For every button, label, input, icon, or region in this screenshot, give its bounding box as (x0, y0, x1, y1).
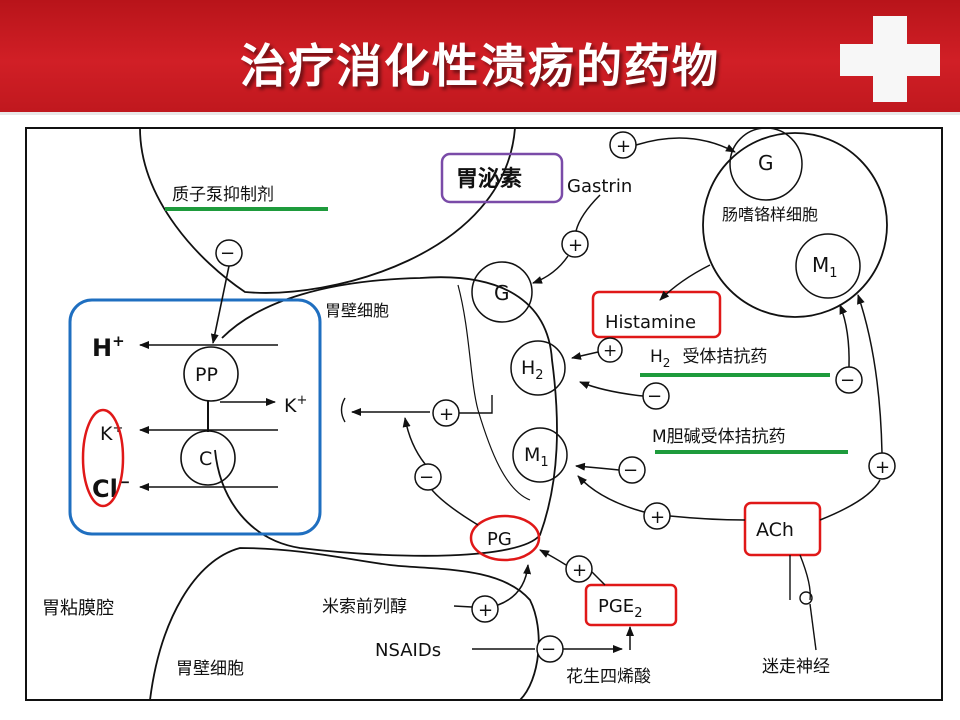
h2-minus-text: − (647, 386, 662, 407)
ppi-inhibit-arrow (210, 265, 230, 344)
h-plus-label: H+ (92, 332, 125, 362)
misoprostol-label: 米索前列醇 (322, 597, 407, 617)
receptor-h2-circle (510, 340, 566, 396)
diagram-frame (25, 127, 943, 701)
gastrin-highlight-box (440, 152, 564, 204)
misoprostol-arrow (453, 565, 528, 608)
parietal-cell-outline (214, 276, 558, 557)
page-title: 治疗消化性溃疡的药物 (240, 39, 720, 93)
receptor-link-line (459, 395, 493, 414)
m-minus-text: − (623, 460, 638, 481)
ecl-m1-label: M1 (812, 253, 838, 281)
ach-m1-plus-text: + (650, 507, 665, 528)
ppi-minus-text: − (220, 243, 235, 264)
k-plus-pump-label: K+ (284, 393, 307, 417)
ach-to-ecl-arrow (819, 295, 883, 521)
pg-highlight-oval (469, 514, 541, 562)
nsaids-minus-text: − (541, 639, 556, 660)
receptor-plus-text: + (439, 404, 454, 425)
upper-cell-outline (139, 127, 516, 294)
misoprostol-plus-sign (471, 595, 499, 623)
receptor-m1-circle (512, 427, 568, 483)
receptor-h2-label: H2 (521, 357, 544, 383)
pge2-label: PGE2 (598, 596, 642, 621)
receptor-m1-label: M1 (524, 444, 549, 470)
histamine-to-h2-arrow (571, 351, 599, 360)
proton-pump-label: PP (195, 364, 218, 386)
chloride-channel-circle (180, 430, 236, 486)
ecl-to-histamine-arrow (659, 264, 711, 301)
gastrin-plus-text: + (616, 136, 631, 157)
chloride-label: Cl− (92, 473, 130, 503)
gastrin-g-plus-text: + (568, 235, 583, 256)
pge2-to-pg-arrow (540, 550, 606, 586)
gastrin-g-plus-sign (561, 230, 589, 258)
title-banner: 治疗消化性溃疡的药物 (0, 0, 960, 115)
arachidonic-label: 花生四烯酸 (566, 667, 651, 687)
pge2-plus-text: + (572, 560, 587, 581)
gastrin-label: Gastrin (567, 176, 632, 197)
m-antagonist-label: M胆碱受体拮抗药 (652, 427, 786, 447)
cross-icon-horizontal (840, 44, 940, 76)
ecl-m1-block-arrow (839, 304, 850, 368)
histamine-plus-sign (597, 337, 623, 363)
ach-highlight-box (743, 501, 822, 557)
nsaids-label: NSAIDs (375, 640, 441, 661)
histamine-label: Histamine (605, 312, 696, 333)
pge2-plus-sign (565, 555, 593, 583)
proton-pump-circle (183, 346, 239, 402)
ach-to-m1-arrow (578, 476, 746, 521)
ecl-cell-outline (702, 132, 888, 318)
ecl-cell-label: 肠嗜铬样细胞 (722, 205, 818, 224)
ecl-g-label: G (758, 151, 774, 175)
ppi-label: 质子泵抑制剂 (172, 185, 274, 205)
lumen-label: 胃粘膜腔 (42, 598, 114, 619)
ecl-m1-circle (795, 233, 861, 299)
ach-label: ACh (756, 519, 794, 541)
receptor-inner-line (457, 284, 531, 501)
receptor-g-label: G (494, 281, 510, 305)
gastrin-cn-label: 胃泌素 (456, 166, 522, 192)
ecl-g-circle (729, 127, 803, 201)
histamine-highlight-box (591, 290, 722, 339)
ecl-minus-text: − (840, 370, 855, 391)
gastrin-to-ecl-arrow (635, 137, 736, 153)
pge2-highlight-box (584, 583, 678, 627)
vagus-nerve-ending (799, 591, 813, 605)
chloride-channel-label: C (199, 448, 212, 470)
vagus-nerve-fiber (789, 554, 811, 601)
pg-minus-sign (414, 463, 442, 491)
gastrin-to-g-arrow (533, 194, 601, 283)
wall-cell-label: 胃壁细胞 (176, 659, 244, 679)
vagus-nerve-line (809, 603, 817, 651)
misoprostol-plus-text: + (478, 600, 493, 621)
parietal-cell-label: 胃壁细胞 (325, 301, 389, 320)
k-cl-highlight-oval (81, 408, 125, 508)
lower-cell-outline (149, 547, 540, 701)
pg-label: PG (487, 529, 512, 550)
brace-mark (340, 397, 346, 423)
histamine-plus-text: + (603, 341, 617, 361)
pg-inhibit-arrow (405, 418, 479, 526)
pump-highlight-box (68, 298, 322, 536)
pg-minus-text: − (419, 467, 434, 488)
vagus-label: 迷走神经 (762, 657, 830, 677)
ach-ecl-plus-text: + (875, 457, 890, 478)
m-block-arrow (575, 462, 620, 471)
h2-block-arrow (579, 381, 644, 397)
